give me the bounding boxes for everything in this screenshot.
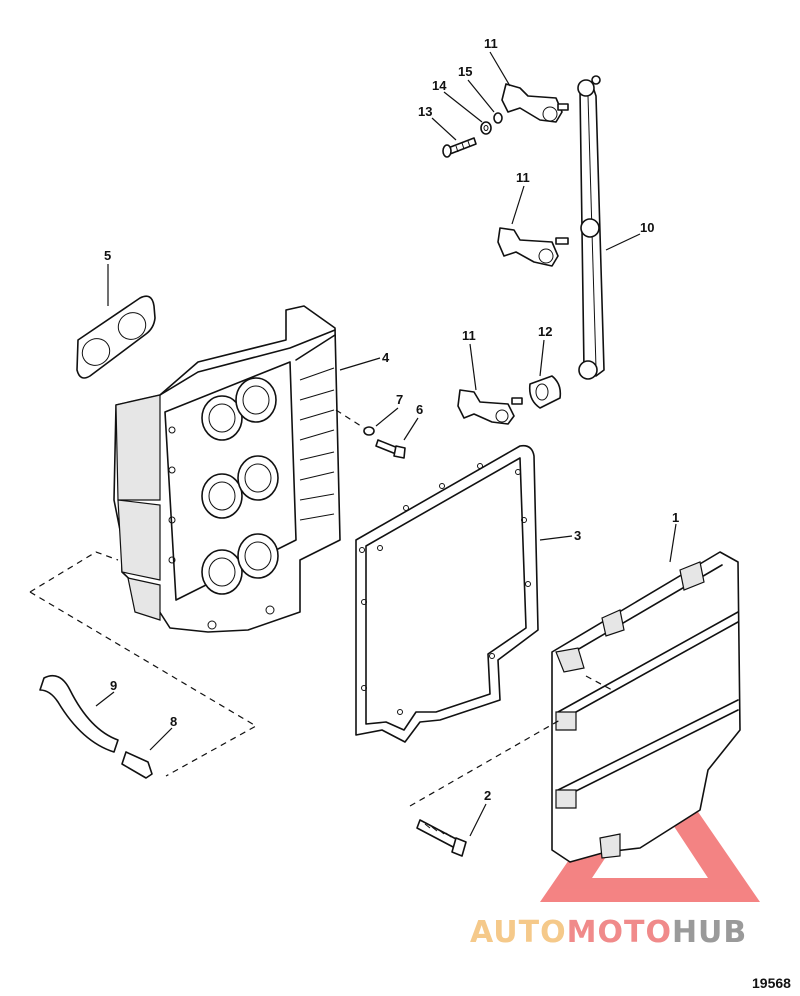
part-screw-6 (375, 439, 406, 459)
part-screw-13 (442, 137, 477, 158)
part-lever-11-mid (497, 227, 569, 267)
callout-11-low: 11 (462, 328, 476, 343)
part-intake-manifold (113, 305, 341, 633)
callout-9: 9 (110, 678, 117, 693)
callout-13: 13 (418, 104, 432, 119)
reed-ribs (299, 367, 335, 521)
callout-labels: 1 2 3 4 5 6 7 8 9 10 11 11 11 12 13 14 1… (104, 36, 679, 803)
part-washer-7 (363, 426, 375, 436)
gasket-holes (359, 463, 531, 715)
part-hose-9 (39, 674, 119, 753)
watermark-text-moto: MOTO (567, 915, 672, 950)
leader-lines (95, 51, 677, 837)
part-washer-14 (480, 121, 492, 135)
part-lever-11-low (457, 389, 523, 425)
callout-6: 6 (416, 402, 423, 417)
part-lever-11-top (501, 83, 569, 123)
callout-12: 12 (538, 324, 552, 339)
figure-number: 19568 (752, 975, 791, 991)
callout-15: 15 (458, 64, 472, 79)
callout-8: 8 (170, 714, 177, 729)
watermark-text-hub: HUB (672, 915, 747, 950)
callout-2: 2 (484, 788, 491, 803)
watermark-triangle-icon (540, 742, 760, 902)
callout-11-top: 11 (484, 36, 498, 51)
part-lockwasher-15 (493, 112, 503, 124)
callout-10: 10 (640, 220, 654, 235)
callout-14: 14 (432, 78, 447, 93)
callout-5: 5 (104, 248, 111, 263)
part-screw-2 (416, 819, 467, 857)
part-link-rod-10 (577, 75, 605, 380)
part-gasket-manifold (355, 444, 539, 743)
callout-1: 1 (672, 510, 679, 525)
callout-4: 4 (382, 350, 390, 365)
carb-bores (201, 377, 279, 595)
part-cover (551, 551, 741, 863)
callout-11-mid: 11 (516, 170, 530, 185)
part-bushing-12 (528, 375, 562, 409)
svg-text:AUTOMOTOHUB: AUTOMOTOHUB (470, 915, 747, 950)
watermark-text: AUTOMOTOHUB (470, 915, 747, 950)
callout-7: 7 (396, 392, 403, 407)
watermark-text-auto: AUTO (470, 915, 567, 950)
callout-3: 3 (574, 528, 581, 543)
part-gasket-carburetor (76, 295, 156, 379)
part-fitting-8 (121, 751, 153, 779)
